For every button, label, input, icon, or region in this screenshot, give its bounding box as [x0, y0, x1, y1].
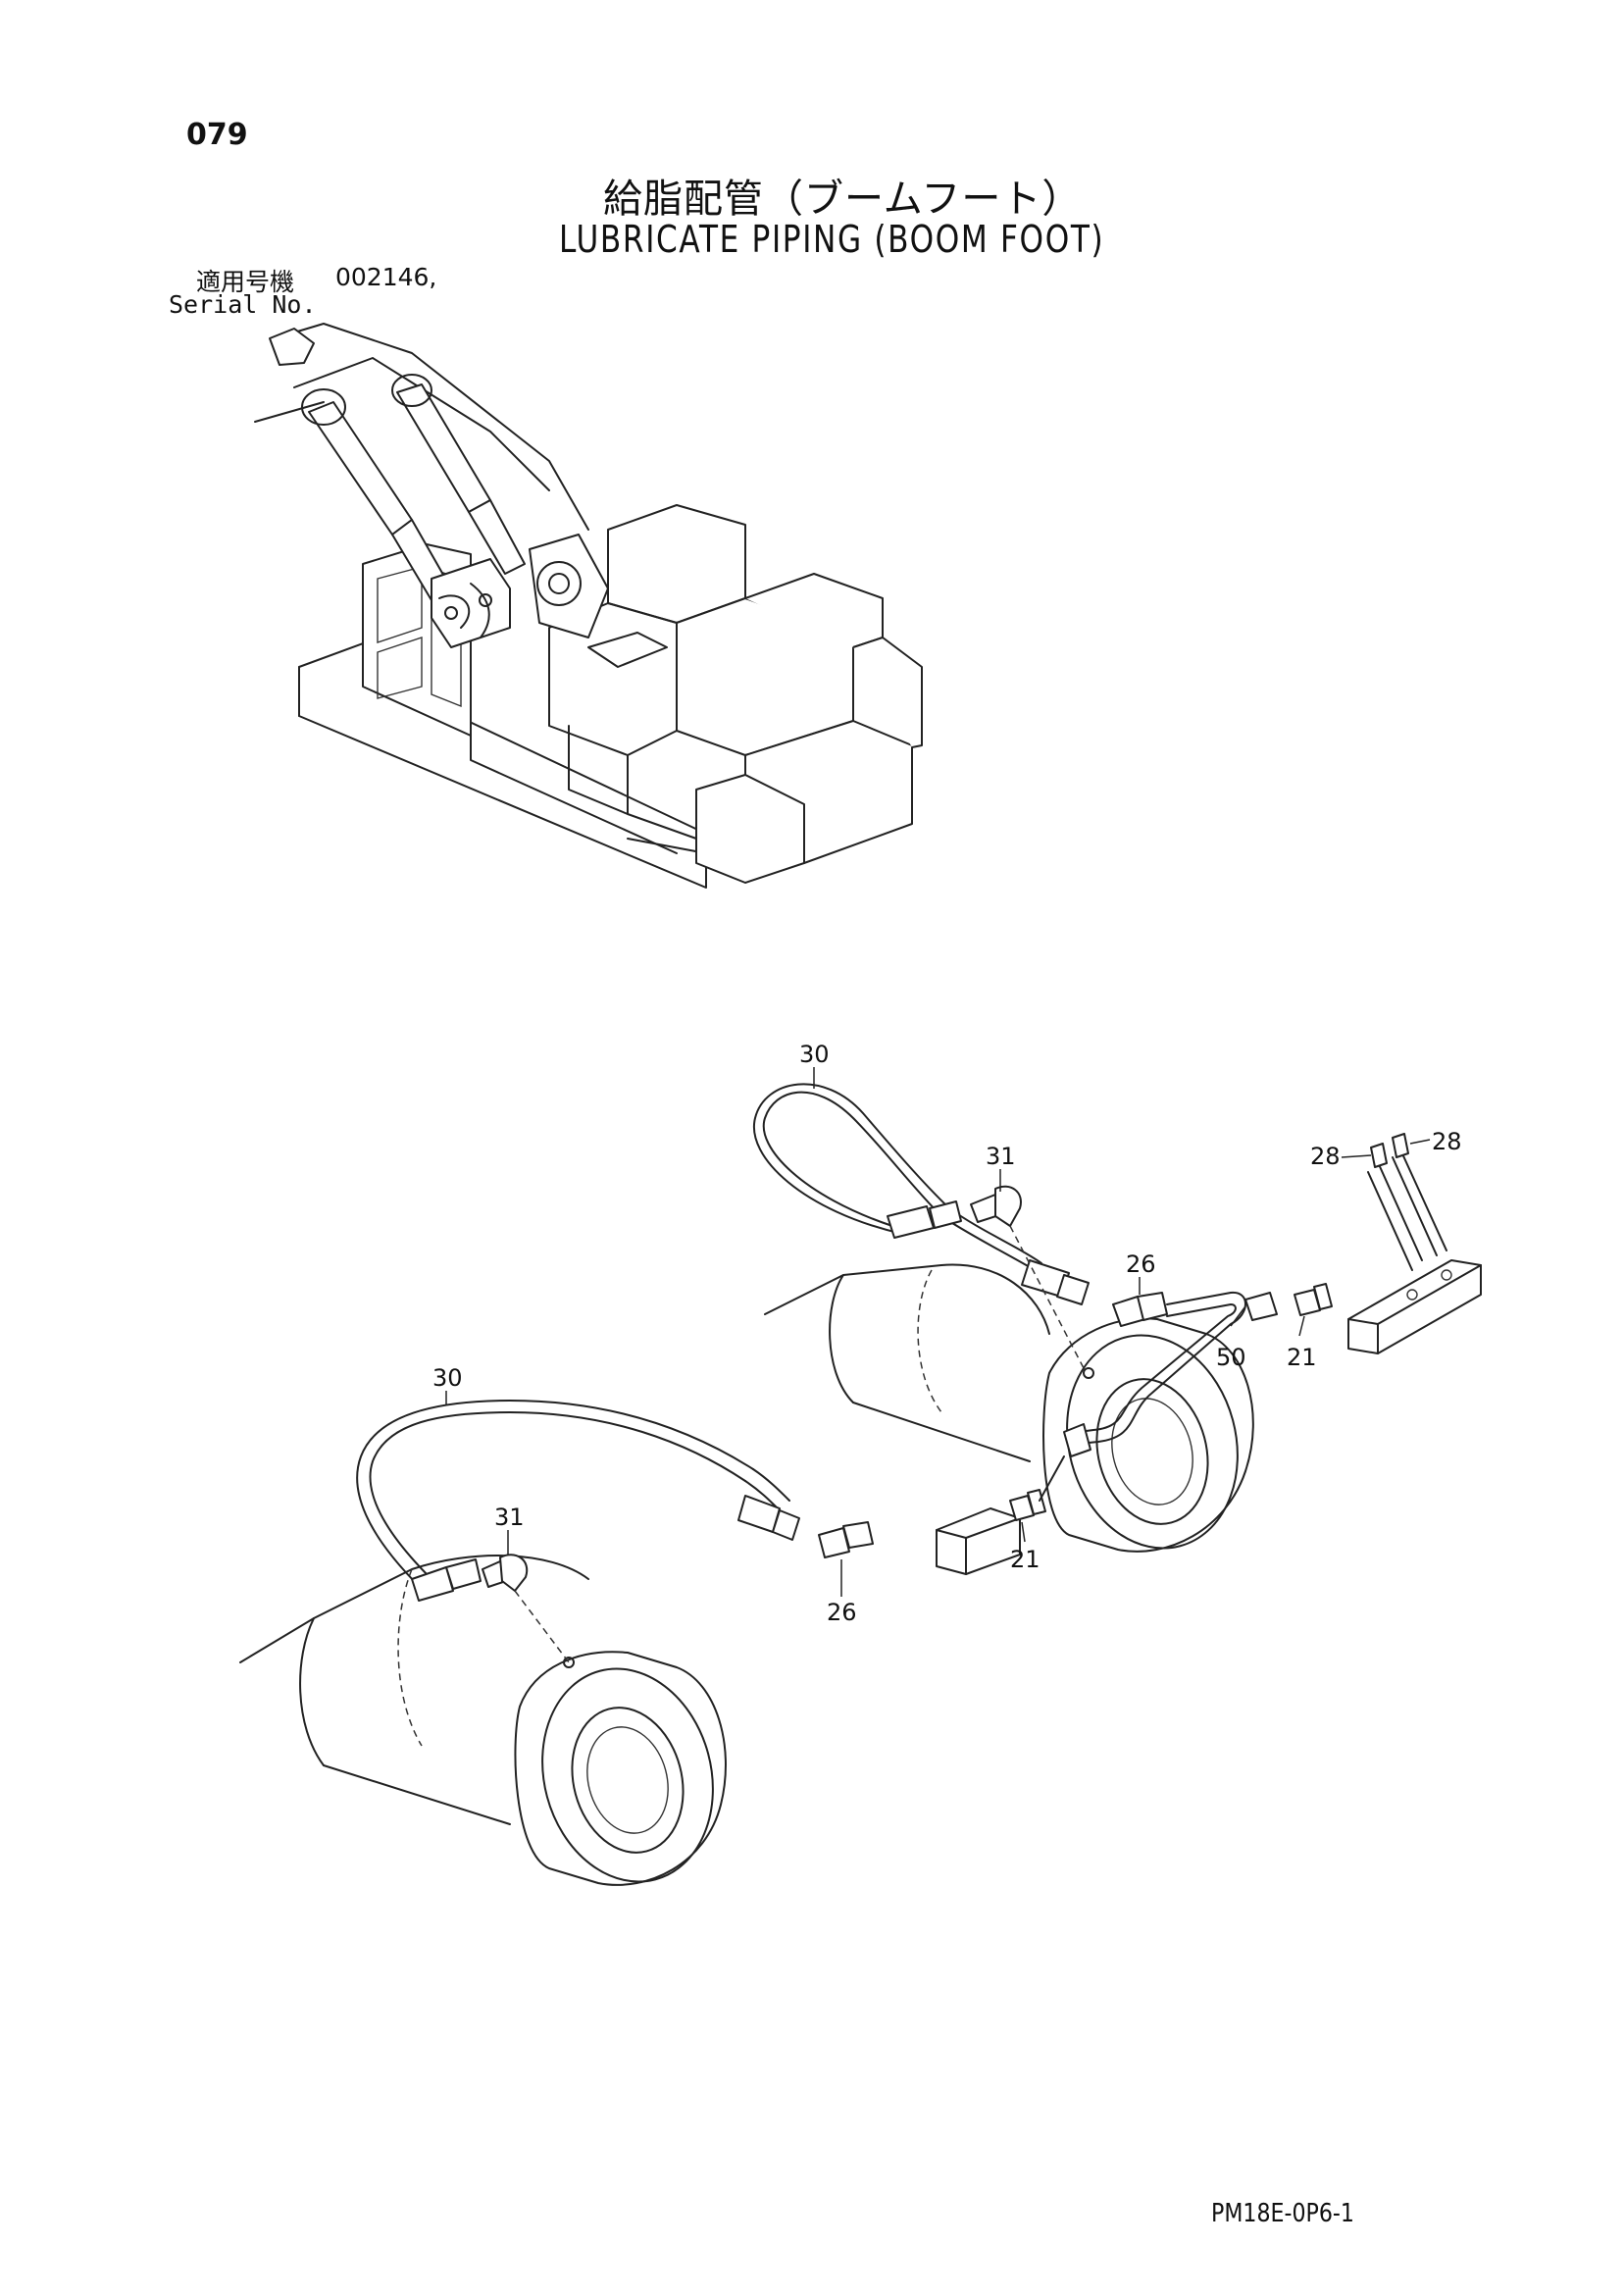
- serial-label-english: Serial No.: [169, 290, 317, 319]
- callout-fitting-lower: 21: [1010, 1546, 1040, 1573]
- callout-elbow-lower: 31: [494, 1504, 525, 1531]
- callout-hose-upper: 30: [799, 1041, 830, 1068]
- callout-adapter-upper: 26: [1126, 1250, 1156, 1278]
- document-code: PM18E-0P6-1: [1211, 2199, 1354, 2228]
- callout-hose-lower: 30: [432, 1364, 463, 1392]
- callout-fitting-right: 21: [1287, 1344, 1317, 1371]
- callout-adapter-lower: 26: [827, 1599, 857, 1626]
- serial-value: 002146,: [335, 263, 437, 291]
- callout-pipe: 50: [1216, 1344, 1246, 1371]
- page-number: 079: [186, 118, 248, 152]
- page-title-english: LUBRICATE PIPING (BOOM FOOT): [559, 218, 1105, 261]
- callout-elbow-upper: 31: [986, 1143, 1016, 1170]
- callout-labels: 30 31 26 50 21 28 28 30 31 26 21: [432, 1041, 1462, 1626]
- serial-label-japanese: 適用号機: [196, 268, 295, 296]
- callout-nipple-left: 28: [1310, 1143, 1341, 1170]
- excavator-overview-illustration: [254, 323, 923, 889]
- page-title-japanese: 給脂配管（ブームフート）: [603, 177, 1083, 222]
- callout-nipple-right: 28: [1432, 1128, 1462, 1155]
- callout-leaders: [445, 1067, 1431, 1597]
- boom-foot-piping-detail: [239, 1083, 1482, 1886]
